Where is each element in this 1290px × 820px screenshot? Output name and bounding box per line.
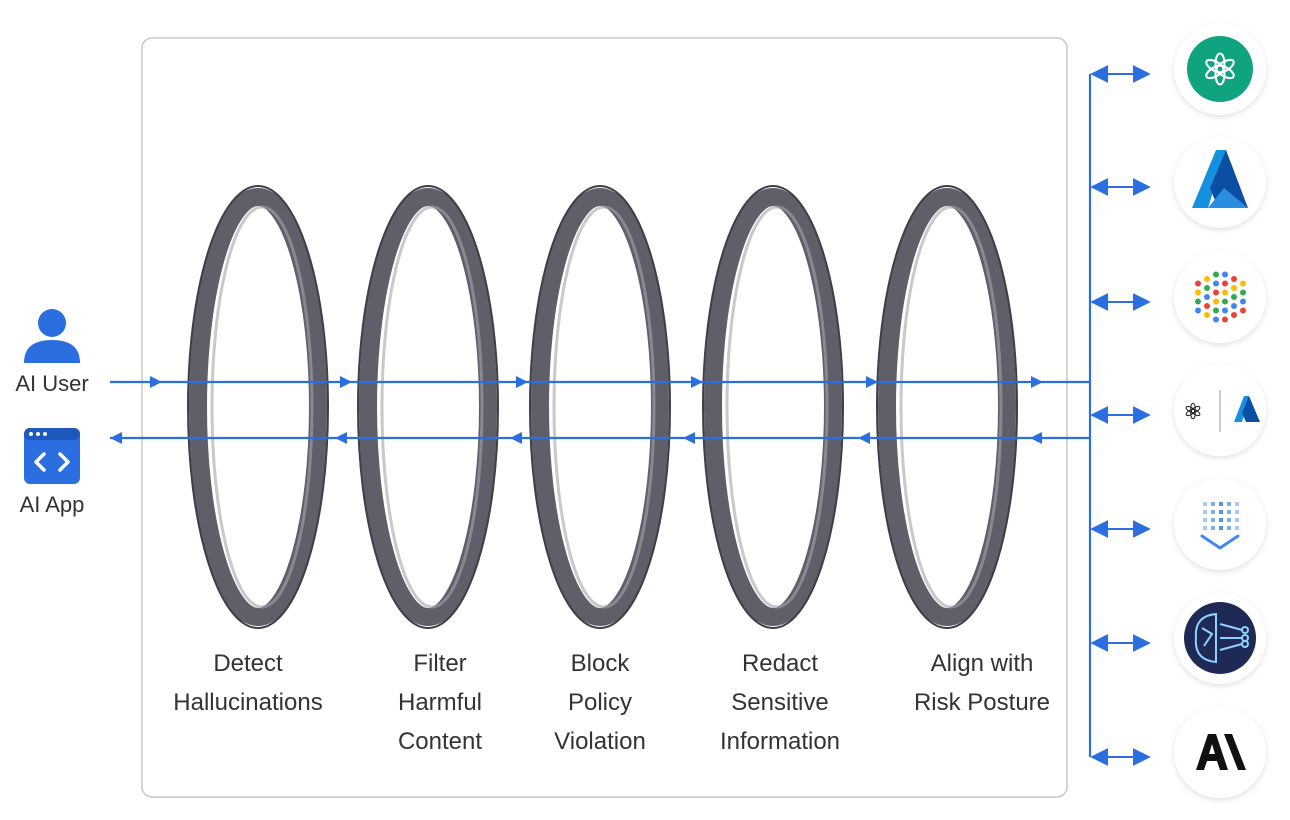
filter-label-line: Risk Posture	[913, 689, 1051, 716]
filter-label-line: Violation	[554, 728, 646, 755]
filter-label-line: Information	[719, 728, 841, 755]
request-flow	[110, 376, 1090, 388]
filter-label-line: Redact	[741, 650, 819, 677]
filter-label-line: Harmful	[397, 689, 482, 716]
filter-label-line: Sensitive	[731, 689, 829, 716]
filter-label-line: Block	[570, 650, 630, 677]
filter-container	[141, 37, 1068, 798]
filter-label-line: Hallucinations	[173, 689, 323, 716]
response-flow	[110, 432, 1090, 444]
filter-ring-1	[187, 185, 329, 629]
vertex-ai-logo-icon	[1174, 478, 1266, 570]
filter-ring-4	[702, 185, 844, 629]
filter-ring-5	[876, 185, 1018, 629]
ai-brain-chip-logo-icon	[1174, 592, 1266, 684]
client-label-ai-user: AI User	[15, 371, 89, 396]
anthropic-logo-icon	[1174, 706, 1266, 798]
provider-bus	[1088, 65, 1151, 766]
azure-openai-logo-icon	[1174, 364, 1266, 456]
filter-ring-2	[357, 185, 499, 629]
filter-ring-3	[529, 185, 671, 629]
user-icon	[24, 309, 80, 363]
code-window-icon	[24, 428, 80, 484]
filter-label-line: Detect	[213, 650, 283, 677]
filter-label-line: Policy	[567, 689, 633, 716]
filter-label-line: Content	[397, 728, 483, 755]
gemini-dots-logo-icon	[1174, 251, 1266, 343]
filter-label-line: Filter	[413, 650, 467, 677]
filter-label-line: Align with	[930, 650, 1034, 677]
azure-logo-icon	[1174, 136, 1266, 228]
openai-logo-icon	[1174, 23, 1266, 115]
client-label-ai-app: AI App	[19, 492, 85, 517]
